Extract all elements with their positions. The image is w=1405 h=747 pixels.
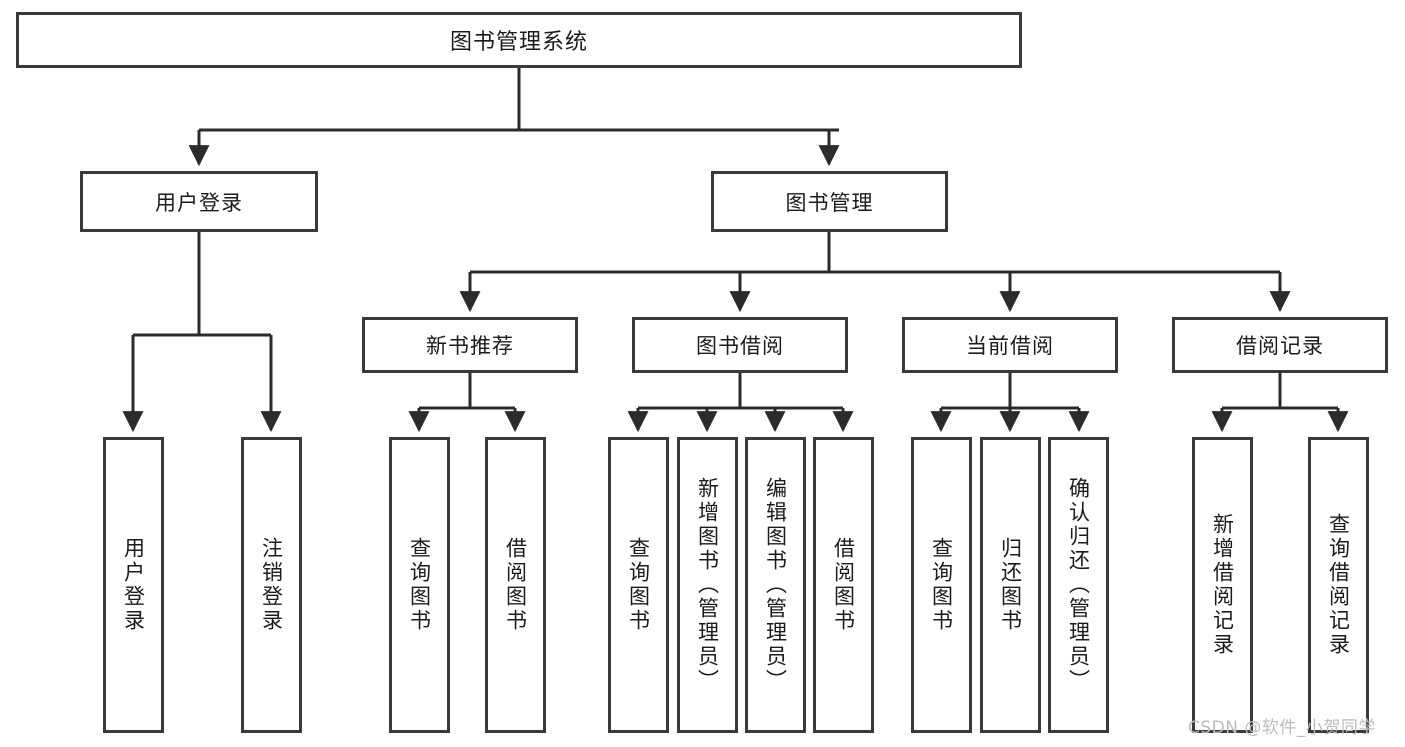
node-root-book-management-system[interactable]: 图书管理系统 — [16, 12, 1022, 68]
node-borrow-record[interactable]: 借阅记录 — [1172, 317, 1388, 373]
leaf-query-book-current[interactable]: 查询图书 — [911, 437, 972, 733]
node-book-borrow[interactable]: 图书借阅 — [632, 317, 848, 373]
leaf-return-book[interactable]: 归还图书 — [980, 437, 1041, 733]
leaf-query-borrow-record[interactable]: 查询借阅记录 — [1308, 437, 1369, 733]
leaf-query-book-recommend[interactable]: 查询图书 — [389, 437, 450, 733]
node-new-book-recommend[interactable]: 新书推荐 — [362, 317, 578, 373]
leaf-borrow-book-recommend[interactable]: 借阅图书 — [485, 437, 546, 733]
leaf-user-login[interactable]: 用户登录 — [103, 437, 164, 733]
leaf-add-borrow-record[interactable]: 新增借阅记录 — [1192, 437, 1253, 733]
node-book-management[interactable]: 图书管理 — [711, 171, 948, 232]
node-user-login[interactable]: 用户登录 — [80, 171, 318, 232]
leaf-add-book-admin[interactable]: 新增图书（管理员） — [677, 437, 738, 733]
leaf-query-book-borrow[interactable]: 查询图书 — [608, 437, 669, 733]
leaf-borrow-book[interactable]: 借阅图书 — [813, 437, 874, 733]
leaf-logout-login[interactable]: 注销登录 — [241, 437, 302, 733]
leaf-confirm-return-admin[interactable]: 确认归还（管理员） — [1048, 437, 1109, 733]
node-current-borrow[interactable]: 当前借阅 — [902, 317, 1118, 373]
leaf-edit-book-admin[interactable]: 编辑图书（管理员） — [745, 437, 806, 733]
